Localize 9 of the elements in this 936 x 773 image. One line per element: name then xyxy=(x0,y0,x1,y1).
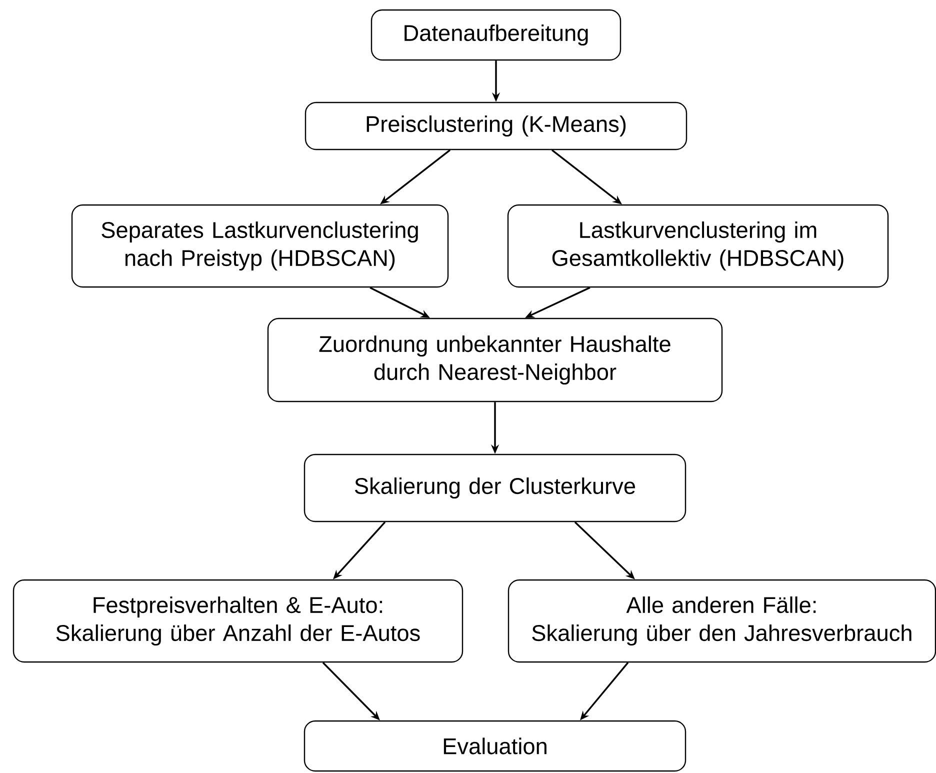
process-box: Separates Lastkurvenclustering nach Preistyp (HDBSCAN) xyxy=(71,204,449,288)
process-box: Evaluation xyxy=(304,720,686,772)
process-box: Skalierung der Clusterkurve xyxy=(304,454,686,522)
process-box: Zuordnung unbekannter Haushalte durch Nearest-Neighbor xyxy=(267,318,723,402)
process-box: Lastkurvenclustering im Gesamtkollektiv (HDBSCAN) xyxy=(507,204,889,288)
process-box: Alle anderen Fälle: Skalierung über den Jahresverbrauch xyxy=(508,579,936,663)
process-box: Preisclustering (K-Means) xyxy=(304,102,688,150)
process-box: Festpreisverhalten & E-Auto: Skalierung über Anzahl der E-Autos xyxy=(12,579,464,663)
process-box: Datenaufbereitung xyxy=(370,9,622,61)
